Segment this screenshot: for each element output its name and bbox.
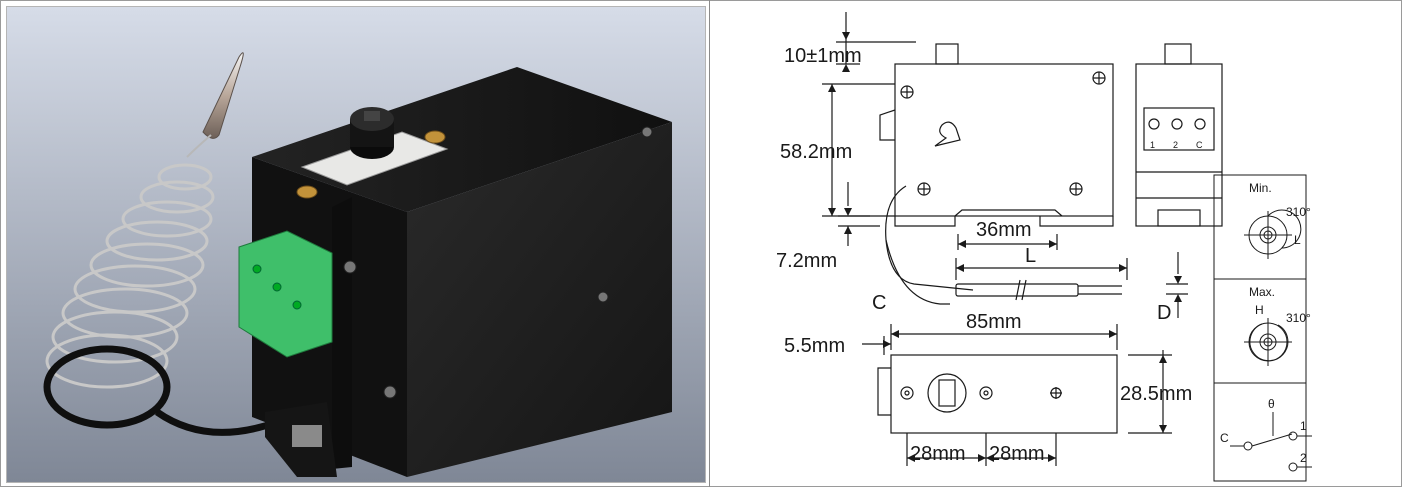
product-photo <box>6 6 706 483</box>
max-label: Max. <box>1249 285 1275 299</box>
dim-body-height: 58.2mm <box>780 141 852 163</box>
terminal-pin <box>935 43 959 65</box>
switch-diagram-box <box>1213 382 1307 482</box>
dim-rail-width: 36mm <box>976 219 1032 241</box>
capillary-coil <box>45 163 215 389</box>
high-label: H <box>1255 303 1264 317</box>
dim-probe-length: L <box>1025 245 1036 267</box>
capillary-cable <box>43 345 279 436</box>
dim-capillary: C <box>872 292 886 314</box>
thermostat-illustration <box>7 7 705 482</box>
min-angle: 310° <box>1286 205 1311 219</box>
dim-shaft-offset: 5.5mm <box>784 335 845 357</box>
dim-rail-offset: 7.2mm <box>776 250 837 272</box>
terminal-label-2: 2 <box>1173 140 1178 150</box>
dim-total-length: 85mm <box>966 311 1022 333</box>
switch-pole-2-label: 2 <box>1300 451 1307 465</box>
switch-common-label: C <box>1220 431 1229 445</box>
switch-pole-1-label: 1 <box>1300 419 1307 433</box>
dimension-drawing: 10±1mm 58.2mm 7.2mm 36mm L C D 85mm 5.5m… <box>776 12 1312 482</box>
dial-knob <box>350 107 394 159</box>
min-label: Min. <box>1249 181 1272 195</box>
dim-pin-height: 10±1mm <box>784 45 862 67</box>
switch-theta: θ <box>1268 397 1275 411</box>
dim-width: 28.5mm <box>1120 383 1192 405</box>
dim-hole-spacing-1: 28mm <box>910 443 966 465</box>
max-angle: 310° <box>1286 311 1311 325</box>
front-view-body <box>1135 63 1223 227</box>
dim-hole-spacing-2: 28mm <box>989 443 1045 465</box>
terminal-label-c: C <box>1196 140 1203 150</box>
terminal-label-1: 1 <box>1150 140 1155 150</box>
low-label: L <box>1294 233 1301 247</box>
housing <box>238 67 672 477</box>
panel-divider <box>709 0 710 487</box>
sensor-bulb <box>186 52 244 158</box>
terminal-block <box>238 230 333 358</box>
top-view-body <box>890 354 1118 434</box>
top-view-dial <box>927 373 967 413</box>
dim-probe-diameter: D <box>1157 302 1171 324</box>
